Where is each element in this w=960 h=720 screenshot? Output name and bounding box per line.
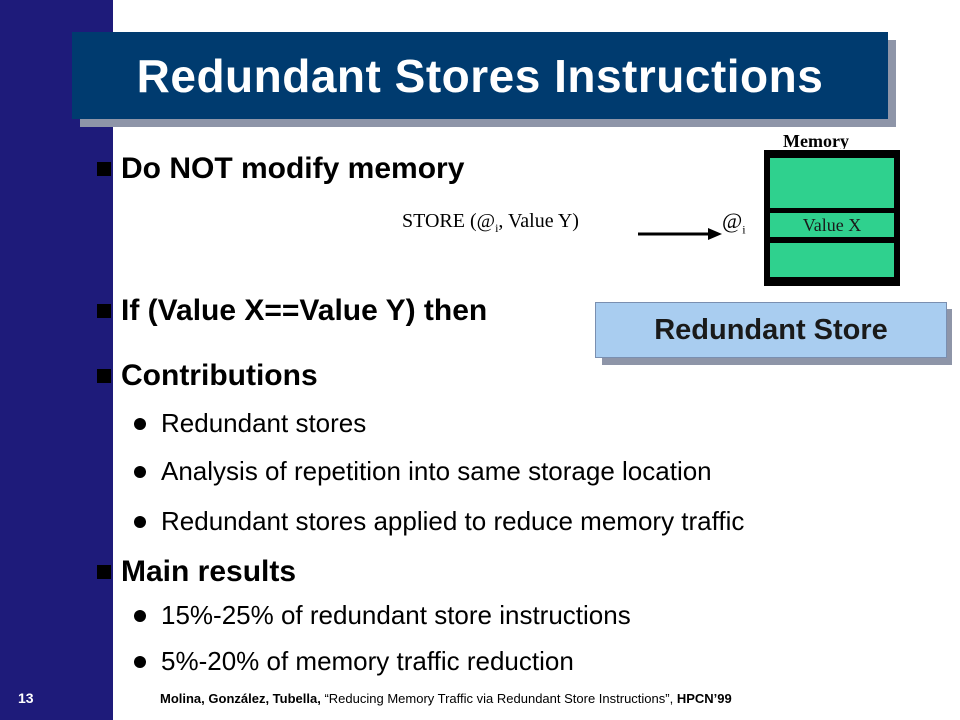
list-item-text: 5%-20% of memory traffic reduction	[161, 646, 574, 676]
arrow-right-icon	[638, 228, 722, 240]
footer-paper: “Reducing Memory Traffic via Redundant S…	[320, 691, 677, 706]
store-prefix: STORE (@	[402, 210, 496, 232]
square-bullet-icon	[97, 162, 111, 176]
list-item: Analysis of repetition into same storage…	[134, 456, 712, 487]
list-item: 15%-25% of redundant store instructions	[134, 600, 631, 631]
list-item: Redundant stores	[134, 408, 366, 439]
list-item-text: 15%-25% of redundant store instructions	[161, 600, 631, 630]
bullet-if-values: If (Value X==Value Y) then	[97, 294, 487, 328]
round-bullet-icon	[134, 417, 146, 430]
redundant-store-badge: Redundant Store	[595, 302, 947, 358]
slide-number: 13	[18, 690, 34, 706]
address-prefix: @	[722, 208, 743, 233]
round-bullet-icon	[134, 655, 146, 668]
bullet-text: Contributions	[121, 359, 318, 392]
bullet-do-not-modify: Do NOT modify memory	[97, 152, 464, 186]
address-label: @i	[722, 208, 746, 237]
list-item-text: Analysis of repetition into same storage…	[161, 456, 712, 486]
footer-authors: Molina, González, Tubella,	[160, 691, 321, 706]
list-item-text: Redundant stores applied to reduce memor…	[161, 506, 745, 536]
square-bullet-icon	[97, 565, 111, 579]
bullet-text: Do NOT modify memory	[121, 152, 465, 185]
memory-label: Memory	[783, 131, 849, 149]
title-box: Redundant Stores Instructions	[72, 32, 888, 119]
bullet-text: Main results	[121, 555, 297, 588]
list-item: Redundant stores applied to reduce memor…	[134, 506, 744, 537]
bullet-main-results: Main results	[97, 555, 296, 589]
list-item-text: Redundant stores	[161, 408, 367, 438]
memory-cell-bottom	[770, 243, 894, 277]
memory-cell-value: Value X	[770, 213, 894, 237]
memory-cell-top	[770, 158, 894, 208]
square-bullet-icon	[97, 304, 111, 318]
store-instruction: STORE (@i, Value Y)	[402, 210, 579, 236]
redundant-store-label: Redundant Store	[654, 313, 888, 346]
round-bullet-icon	[134, 609, 146, 622]
memory-diagram: Value X	[764, 150, 900, 286]
bullet-text: If (Value X==Value Y) then	[121, 294, 488, 327]
footer-citation: Molina, González, Tubella, “Reducing Mem…	[160, 691, 732, 706]
slide-title: Redundant Stores Instructions	[136, 49, 824, 102]
square-bullet-icon	[97, 369, 111, 383]
round-bullet-icon	[134, 465, 146, 478]
store-suffix: , Value Y)	[498, 210, 579, 232]
round-bullet-icon	[134, 515, 146, 528]
address-subscript: i	[742, 222, 746, 237]
footer-venue: HPCN’99	[676, 691, 732, 706]
bullet-contributions: Contributions	[97, 359, 318, 393]
store-subscript: i	[495, 221, 499, 235]
memory-cell-value-text: Value X	[802, 214, 862, 235]
list-item: 5%-20% of memory traffic reduction	[134, 646, 574, 677]
